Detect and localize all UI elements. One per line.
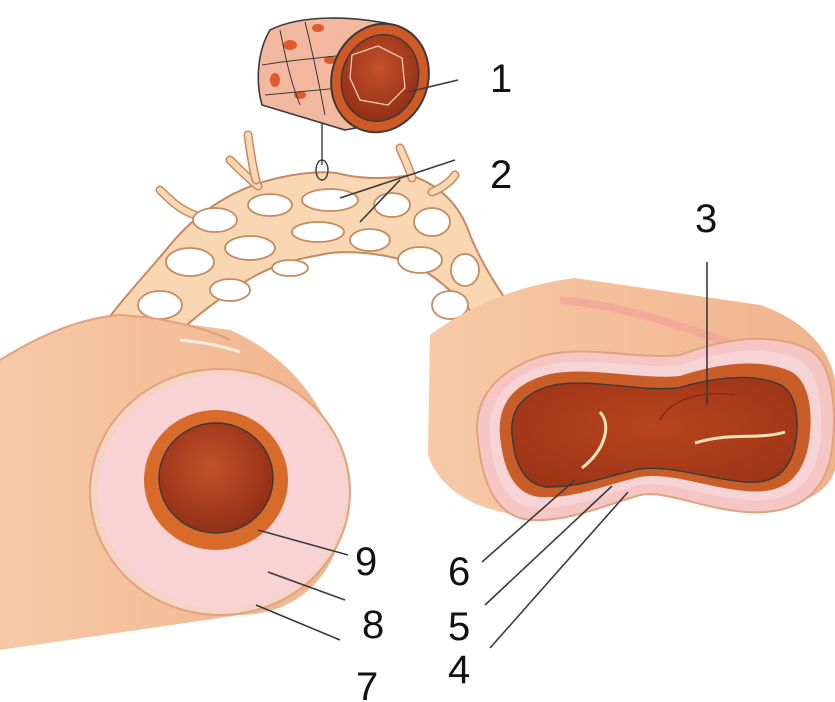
label-4: 4 <box>448 648 470 692</box>
label-8: 8 <box>362 603 384 647</box>
label-9: 9 <box>355 540 377 584</box>
leader-7 <box>256 605 340 640</box>
label-3: 3 <box>695 197 717 241</box>
vein-cross-section-icon <box>428 278 835 520</box>
artery-lumen <box>159 423 273 533</box>
label-5: 5 <box>448 605 470 649</box>
artery-cross-section-icon <box>0 315 350 650</box>
label-1: 1 <box>490 57 512 101</box>
label-7: 7 <box>356 665 378 702</box>
capillary-tube-icon <box>258 10 444 146</box>
label-2: 2 <box>490 153 512 197</box>
label-6: 6 <box>448 550 470 594</box>
